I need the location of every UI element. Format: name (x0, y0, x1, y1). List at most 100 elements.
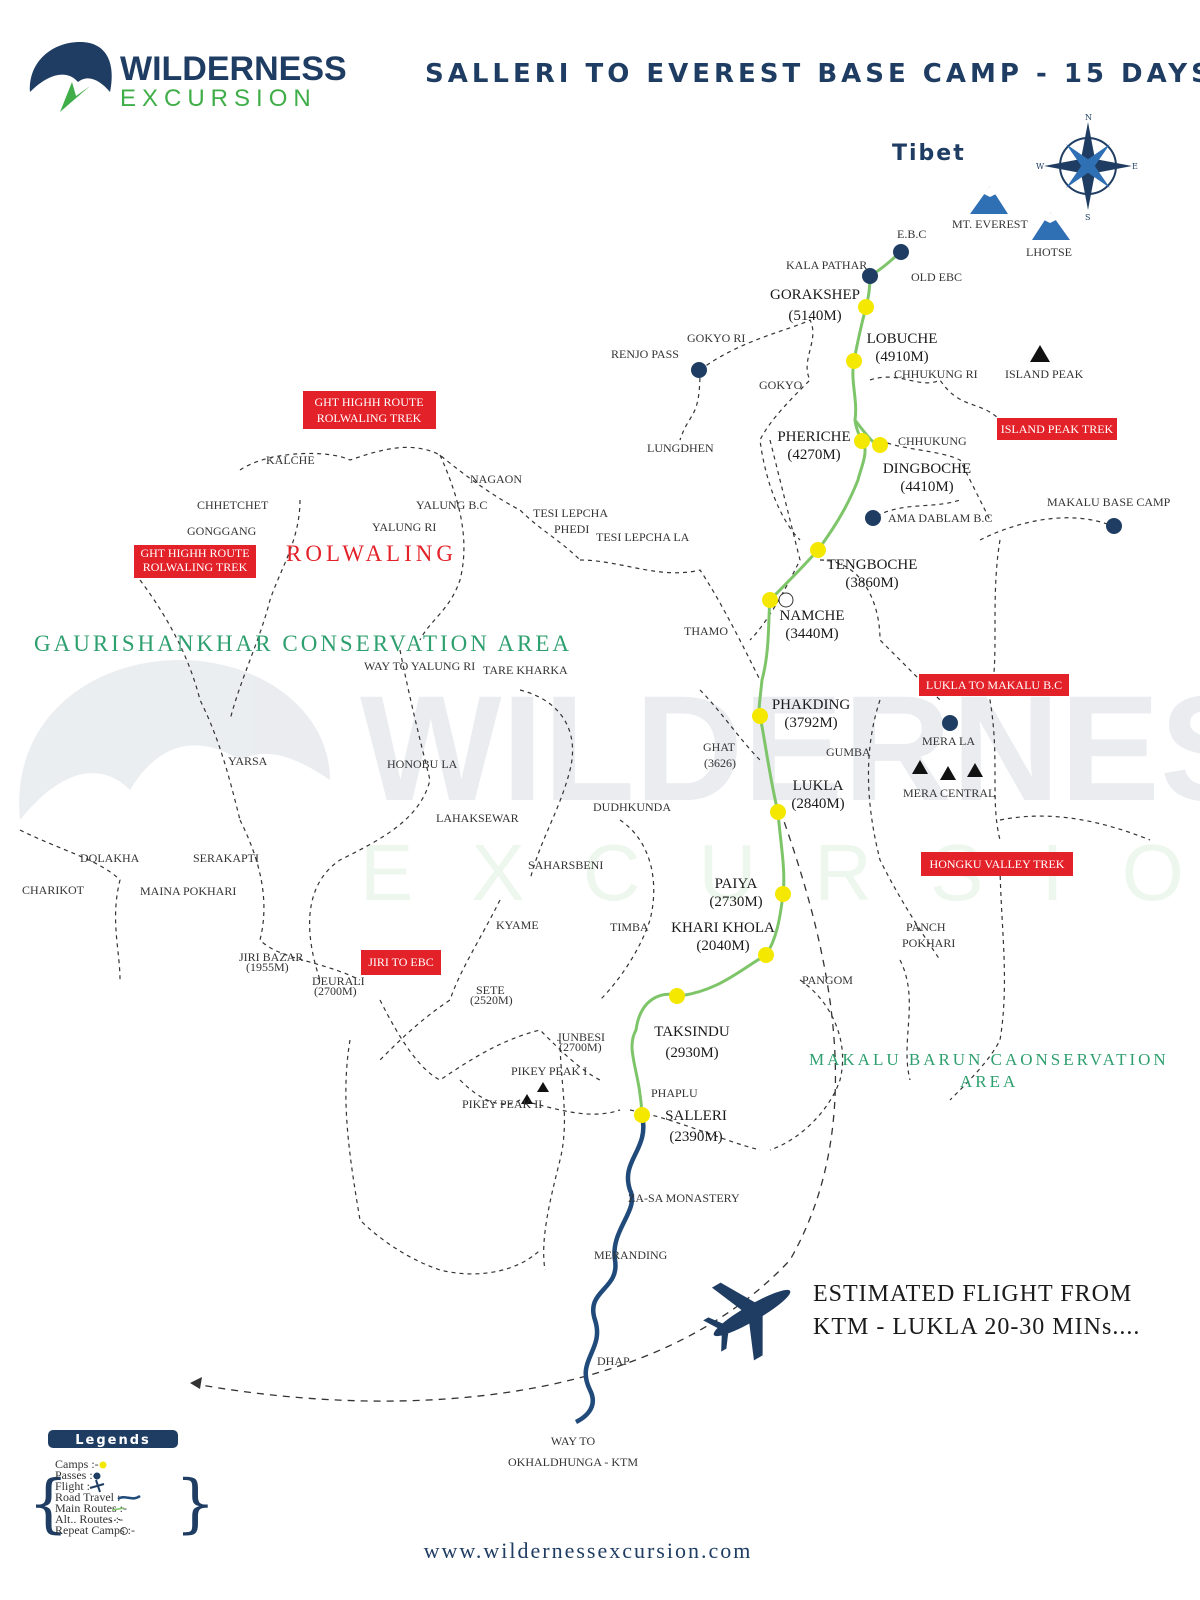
svg-text:DUDHKUNDA: DUDHKUNDA (593, 800, 671, 814)
legend-road-line (117, 1494, 141, 1501)
camp-dot (775, 886, 791, 902)
camp-labels: GORAKSHEP (5140M) LOBUCHE (4910M) PHERIC… (654, 287, 971, 1145)
svg-text:HONGKU VALLEY TREK: HONGKU VALLEY TREK (930, 857, 1065, 871)
svg-text:E.B.C: E.B.C (897, 227, 926, 241)
svg-text:GORAKSHEP: GORAKSHEP (770, 287, 860, 303)
svg-text:WAY TO: WAY TO (551, 1434, 596, 1448)
pass-dot (865, 510, 881, 526)
svg-text:GUMBA: GUMBA (826, 745, 871, 759)
mt-everest-icon (970, 186, 1008, 214)
svg-text:KALCHE: KALCHE (266, 453, 315, 467)
svg-text:CHHUKUNG RI: CHHUKUNG RI (894, 367, 978, 381)
legend-brace-left: { (28, 1467, 69, 1541)
makalu-area-label: MAKALU BARUN CAONSERVATION (809, 1050, 1169, 1069)
legend-brace-right: } (175, 1467, 216, 1541)
flight-route (189, 809, 837, 1402)
svg-text:THAMO: THAMO (684, 624, 728, 638)
svg-text:MAKALU BASE CAMP: MAKALU BASE CAMP (1047, 495, 1171, 509)
svg-text:(4410M): (4410M) (900, 479, 953, 495)
svg-text:(1955M): (1955M) (246, 960, 289, 974)
svg-text:GHAT: GHAT (703, 740, 736, 754)
svg-text:DINGBOCHE: DINGBOCHE (883, 461, 971, 477)
svg-text:(2700M): (2700M) (559, 1040, 602, 1054)
camp-markers (634, 299, 888, 1123)
svg-text:MERANDING: MERANDING (594, 1248, 668, 1262)
svg-text:PHAKDING: PHAKDING (772, 697, 851, 713)
svg-text:GOKYO RI: GOKYO RI (687, 331, 745, 345)
svg-text:YALUNG B.C: YALUNG B.C (416, 498, 487, 512)
svg-text:POKHARI: POKHARI (902, 936, 955, 950)
legend-item: Repeat Camps :- (55, 1523, 135, 1537)
svg-text:GHT HIGHH ROUTE: GHT HIGHH ROUTE (140, 546, 249, 560)
svg-text:(3792M): (3792M) (784, 715, 837, 731)
map-title: SALLERI TO EVEREST BASE CAMP - 15 DAYS (425, 59, 1200, 89)
rolwaling-label: ROLWALING (286, 541, 457, 566)
svg-text:JIRI BAZAR: JIRI BAZAR (239, 950, 303, 964)
gaurishankhar-area-label: GAURISHANKHAR CONSERVATION AREA (34, 631, 572, 656)
brand-name: WILDERNESS (120, 50, 347, 88)
peak-icons (521, 345, 1050, 1104)
svg-text:LUKLA TO MAKALU B.C: LUKLA TO MAKALU B.C (926, 678, 1062, 692)
svg-text:KHARI KHOLA: KHARI KHOLA (671, 920, 775, 936)
svg-text:(5140M): (5140M) (788, 308, 841, 324)
svg-text:GHT HIGHH ROUTE: GHT HIGHH ROUTE (314, 395, 423, 409)
svg-text:LUKLA: LUKLA (793, 778, 844, 794)
svg-text:LOBUCHE: LOBUCHE (867, 331, 938, 347)
legend-item: Alt.. Routes :- (55, 1512, 123, 1526)
svg-text:PIKEY PEAK I: PIKEY PEAK I (511, 1064, 587, 1078)
legend-main-line (111, 1507, 125, 1511)
makalu-area-label-2: AREA (960, 1072, 1018, 1091)
svg-text:RENJO PASS: RENJO PASS (611, 347, 679, 361)
place-labels: E.B.C KALA PATHAR OLD EBC GOKYO RI RENJO… (22, 227, 1171, 1469)
svg-text:KYAME: KYAME (496, 918, 539, 932)
website-url: www.wildernessexcursion.com (424, 1538, 753, 1563)
legend-item: Passes :- (55, 1468, 97, 1482)
watermark: WILDERNESS EXCURSION (19, 660, 1200, 917)
legend-camp-dot (99, 1461, 107, 1469)
svg-text:TENGBOCHE: TENGBOCHE (827, 557, 918, 573)
svg-text:YARSA: YARSA (228, 754, 268, 768)
svg-text:WAY TO YALUNG RI: WAY TO YALUNG RI (364, 659, 475, 673)
svg-text:(2040M): (2040M) (696, 938, 749, 954)
svg-text:JIRI TO EBC: JIRI TO EBC (368, 955, 434, 969)
svg-text:YALUNG RI: YALUNG RI (372, 520, 436, 534)
camp-dot (762, 592, 778, 608)
pikey-peak-icon (521, 1094, 533, 1104)
svg-text:PHERICHE: PHERICHE (777, 429, 850, 445)
svg-text:DOLAKHA: DOLAKHA (80, 851, 140, 865)
svg-text:(4910M): (4910M) (875, 349, 928, 365)
svg-text:PANGOM: PANGOM (802, 973, 853, 987)
compass-icon: N S E W (1036, 113, 1138, 222)
legend-flight-icon (89, 1479, 105, 1493)
legend-item: Camps :- (55, 1457, 99, 1471)
island-peak-icon (1030, 345, 1050, 362)
svg-text:LUNGDHEN: LUNGDHEN (647, 441, 714, 455)
legend-title: Legends (75, 1433, 151, 1448)
svg-text:TESI LEPCHA LA: TESI LEPCHA LA (596, 530, 690, 544)
svg-text:OKHALDHUNGA - KTM: OKHALDHUNGA - KTM (508, 1455, 638, 1469)
pass-dot (1106, 518, 1122, 534)
pass-dot (862, 268, 878, 284)
svg-text:TIMBA: TIMBA (610, 920, 649, 934)
camp-dot (872, 437, 888, 453)
svg-text:AMA DABLAM B.C: AMA DABLAM B.C (888, 511, 992, 525)
legend-repeat-dot (120, 1527, 128, 1535)
svg-text:SAHARSBENI: SAHARSBENI (528, 858, 603, 872)
trek-labels: GHT HIGHH ROUTE ROLWALING TREK GHT HIGHH… (134, 391, 1117, 975)
svg-text:TARE KHARKA: TARE KHARKA (483, 663, 568, 677)
lhotse-label: LHOTSE (1026, 245, 1072, 259)
svg-text:SERAKAPTI: SERAKAPTI (193, 851, 259, 865)
plane-icon (703, 1282, 791, 1361)
svg-text:(4270M): (4270M) (787, 447, 840, 463)
svg-text:TESI LEPCHA: TESI LEPCHA (533, 506, 608, 520)
svg-text:ZA-SA MONASTERY: ZA-SA MONASTERY (628, 1191, 740, 1205)
mera-peak-icon (912, 760, 928, 774)
camp-dot (634, 1107, 650, 1123)
flight-note-line-2: KTM - LUKLA 20-30 MINs.... (813, 1314, 1140, 1340)
svg-text:(3440M): (3440M) (785, 626, 838, 642)
svg-text:DHAP: DHAP (597, 1354, 630, 1368)
svg-text:PANCH: PANCH (906, 920, 946, 934)
svg-text:ROLWALING TREK: ROLWALING TREK (143, 560, 248, 574)
svg-text:NAMCHE: NAMCHE (779, 608, 844, 624)
